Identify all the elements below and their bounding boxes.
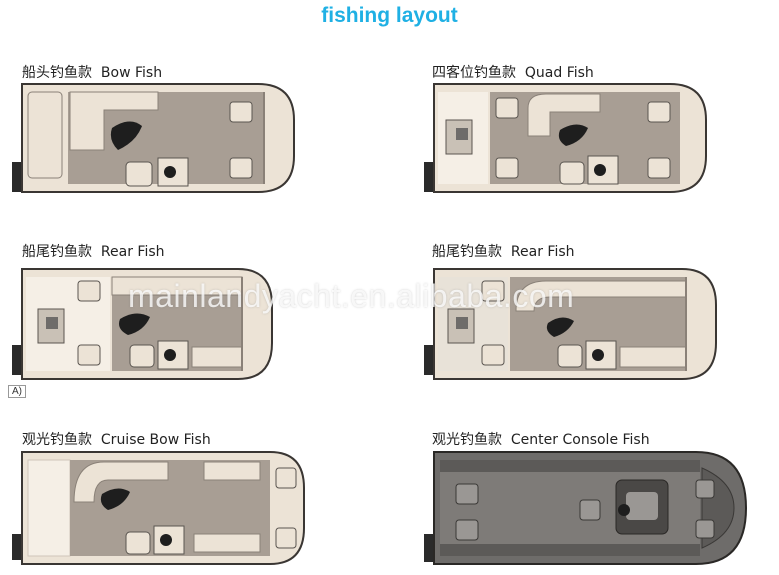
layout-label-bow-fish: 船头钓鱼款 Bow Fish — [22, 62, 162, 82]
fishing-seat-icon — [275, 467, 297, 489]
front-lounge — [193, 533, 261, 553]
layout-name-zh: 四客位钓鱼款 — [432, 65, 516, 81]
boat-diagram-quad-fish — [424, 83, 707, 193]
steering-wheel-icon — [592, 349, 604, 361]
boat-diagram-center-console-fish — [424, 451, 748, 565]
watermark-text: mainlandyacht.en.alibaba.com — [128, 278, 575, 314]
fishing-seat-icon — [77, 280, 101, 302]
side-rail — [440, 460, 700, 472]
layout-label-rear-fish-2: 船尾钓鱼款 Rear Fish — [432, 241, 575, 261]
steering-wheel-icon — [160, 534, 172, 546]
livewell-lid — [456, 128, 468, 140]
fishing-seat-icon — [229, 157, 253, 179]
table-icon — [558, 124, 588, 146]
fishing-seat-icon — [647, 101, 671, 123]
boat-diagram-bow-fish — [12, 83, 295, 193]
boat-diagram-rear-fish-2 — [424, 268, 717, 380]
fishing-seat-icon — [77, 344, 101, 366]
boat-diagram-cruise-bow-fish — [12, 451, 305, 565]
layout-name-en: Bow Fish — [100, 65, 163, 81]
fishing-seat-icon — [481, 344, 505, 366]
steering-wheel-icon — [618, 504, 630, 516]
layout-label-quad-fish: 四客位钓鱼款 Quad Fish — [432, 62, 594, 82]
layout-name-en: Rear Fish — [100, 244, 165, 260]
livewell-lid — [456, 317, 468, 329]
layout-name-zh: 船头钓鱼款 — [22, 65, 92, 81]
layout-name-zh: 观光钓鱼款 — [22, 432, 92, 448]
rear-sunpad — [27, 459, 71, 557]
steering-wheel-icon — [164, 166, 176, 178]
steering-wheel-icon — [594, 164, 606, 176]
layout-name-zh: 船尾钓鱼款 — [22, 244, 92, 260]
helm-seat-icon — [125, 531, 151, 555]
front-lounge — [619, 346, 687, 368]
layout-label-rear-fish-1: 船尾钓鱼款 Rear Fish — [22, 241, 165, 261]
fishing-seat-icon — [275, 527, 297, 549]
table-icon — [119, 313, 150, 335]
table-icon — [110, 121, 142, 150]
rear-lounge — [27, 91, 63, 179]
helm-seat-icon — [579, 499, 601, 521]
layout-label-center-console-fish: 观光钓鱼款 Center Console Fish — [432, 429, 650, 449]
front-lounge — [191, 346, 243, 368]
layout-name-zh: 观光钓鱼款 — [432, 432, 502, 448]
fishing-seat-icon — [229, 101, 253, 123]
fishing-seat-icon — [495, 97, 519, 119]
helm-seat-icon — [557, 344, 583, 368]
layout-name-en: Cruise Bow Fish — [100, 432, 211, 448]
boat-diagram-rear-fish-1 — [12, 268, 273, 380]
helm-seat-icon — [125, 161, 153, 187]
livewell-lid — [46, 317, 58, 329]
helm-seat-icon — [129, 344, 155, 368]
steering-wheel-icon — [164, 349, 176, 361]
l-lounge — [69, 91, 159, 151]
table-icon — [100, 488, 130, 510]
page-title: fishing layout — [321, 4, 458, 27]
curved-lounge — [527, 93, 601, 137]
layout-name-zh: 船尾钓鱼款 — [432, 244, 502, 260]
fishing-seat-icon — [455, 483, 479, 505]
curved-lounge — [73, 461, 169, 503]
fishing-seat-icon — [455, 519, 479, 541]
side-lounge — [203, 461, 261, 481]
layout-label-cruise-bow-fish: 观光钓鱼款 Cruise Bow Fish — [22, 429, 211, 449]
corner-mark: A) — [8, 385, 26, 398]
helm-seat-icon — [559, 161, 585, 185]
layout-name-en: Quad Fish — [524, 65, 594, 81]
fishing-seat-icon — [481, 280, 505, 302]
console-windshield — [626, 492, 658, 520]
layout-name-en: Center Console Fish — [510, 432, 650, 448]
fishing-seat-icon — [695, 479, 715, 499]
side-rail — [440, 544, 700, 556]
layout-name-en: Rear Fish — [510, 244, 575, 260]
fishing-seat-icon — [647, 157, 671, 179]
fishing-seat-icon — [695, 519, 715, 539]
fishing-seat-icon — [495, 157, 519, 179]
table-icon — [546, 317, 574, 337]
